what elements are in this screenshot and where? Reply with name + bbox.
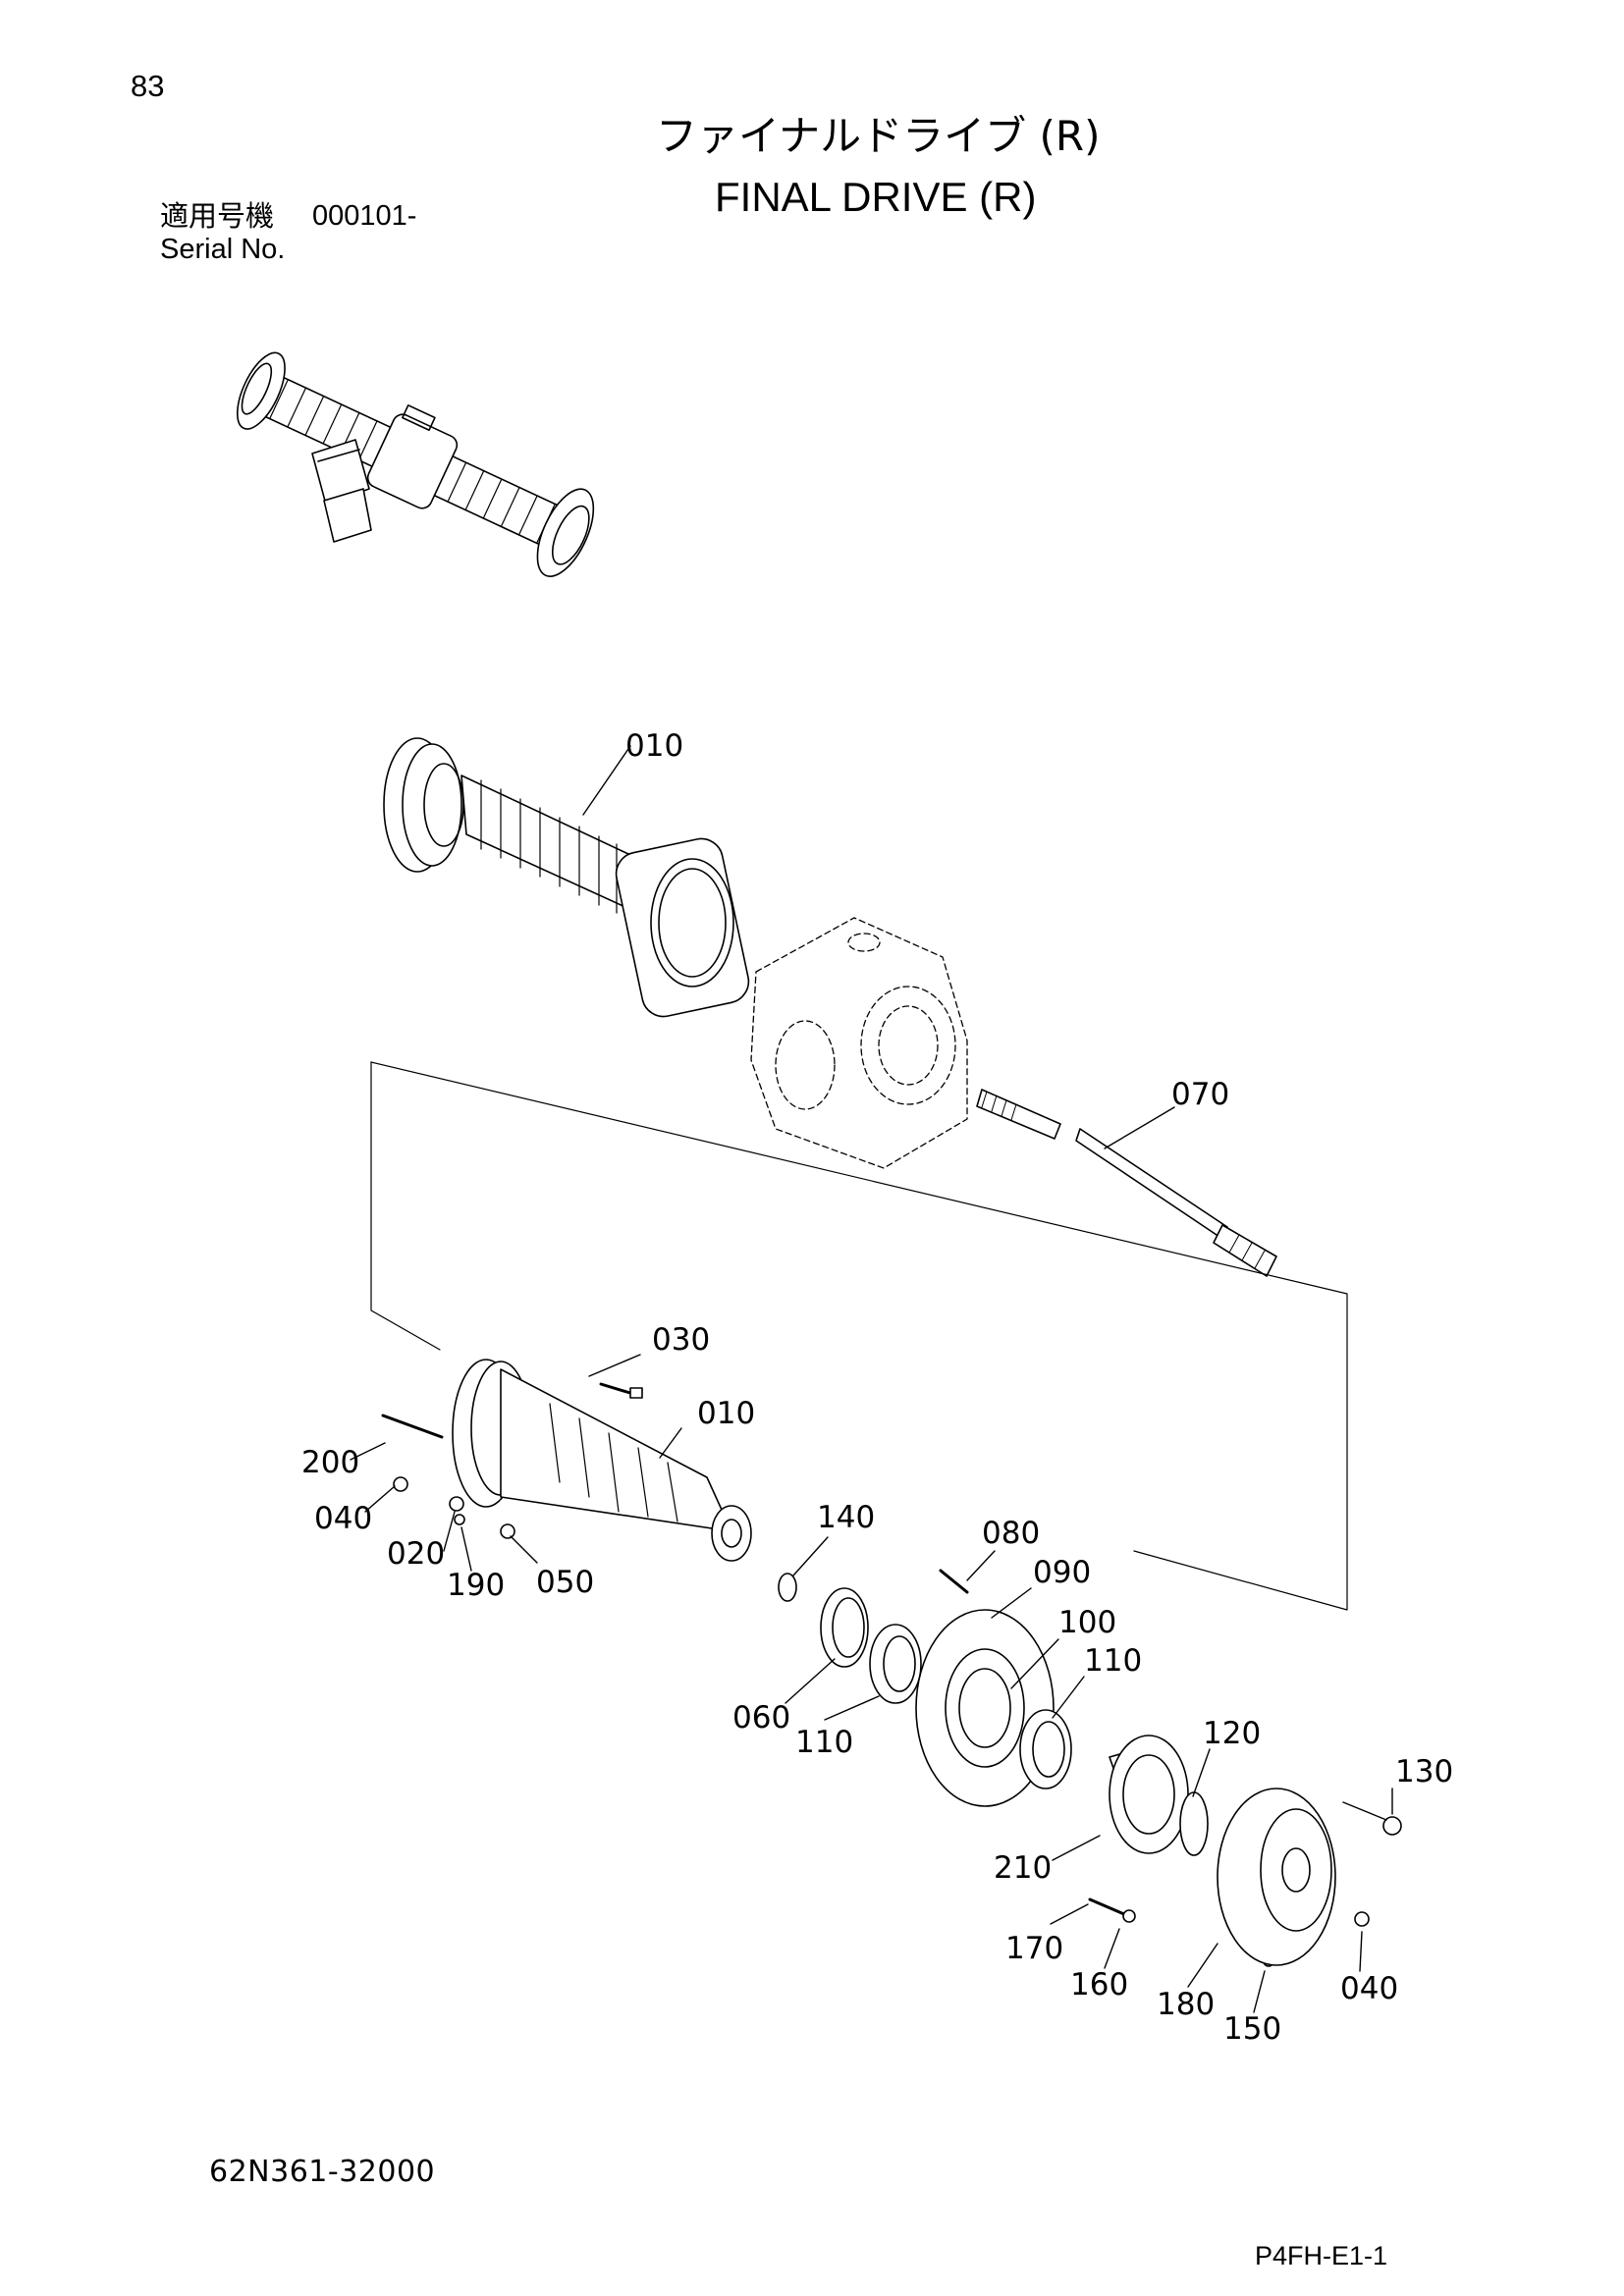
figure-code: P4FH-E1-1 [1255, 2241, 1388, 2270]
part-label-110-upper: 110 [1084, 1643, 1142, 1679]
seal-and-bearing-illustration [778, 1573, 1336, 1966]
assembly-part-number: 62N361-32000 [209, 2155, 436, 2189]
part-label-020: 020 [387, 1536, 445, 1572]
part-label-010-lower: 010 [697, 1396, 755, 1431]
part-label-040-right: 040 [1340, 1971, 1398, 2006]
part-label-140: 140 [817, 1500, 875, 1535]
part-label-100: 100 [1058, 1605, 1116, 1640]
part-label-080: 080 [982, 1516, 1040, 1551]
part-label-150: 150 [1223, 2011, 1281, 2047]
part-label-050: 050 [536, 1565, 594, 1600]
part-label-110-lower: 110 [795, 1725, 853, 1760]
axle-housing-lower-illustration [452, 1359, 752, 1562]
part-label-160: 160 [1070, 1967, 1128, 2002]
part-label-170: 170 [1005, 1931, 1063, 1966]
assembly-guide-lines [370, 1061, 1348, 1611]
part-label-090: 090 [1033, 1555, 1091, 1590]
axle-shaft-illustration [976, 1089, 1277, 1277]
serial-number-value: 000101- [312, 200, 417, 232]
serial-label-japanese: 適用号機 [160, 199, 275, 233]
axle-assembly-overview-illustration [237, 351, 595, 577]
differential-housing-reference-illustration [750, 917, 968, 1169]
page-title-english: FINAL DRIVE (R) [715, 174, 1037, 220]
part-label-190: 190 [447, 1568, 505, 1603]
part-number-labels: 010 070 030 010 200 040 020 190 050 140 … [301, 728, 1453, 2047]
part-label-070: 070 [1171, 1077, 1229, 1112]
page-number: 83 [131, 69, 165, 103]
part-label-210: 210 [994, 1850, 1052, 1886]
part-label-060: 060 [732, 1700, 790, 1735]
part-label-200: 200 [301, 1445, 359, 1480]
part-label-010-upper: 010 [625, 728, 683, 764]
part-label-030: 030 [652, 1322, 710, 1358]
leader-lines [350, 745, 1393, 2013]
page-title-japanese: ファイナルドライブ (R) [656, 112, 1101, 160]
axle-housing-upper-illustration [383, 737, 750, 1018]
part-label-130: 130 [1395, 1754, 1453, 1789]
part-label-040-left: 040 [314, 1501, 372, 1536]
serial-label-english: Serial No. [160, 234, 286, 265]
part-label-180: 180 [1157, 1987, 1215, 2022]
part-label-120: 120 [1203, 1716, 1261, 1751]
